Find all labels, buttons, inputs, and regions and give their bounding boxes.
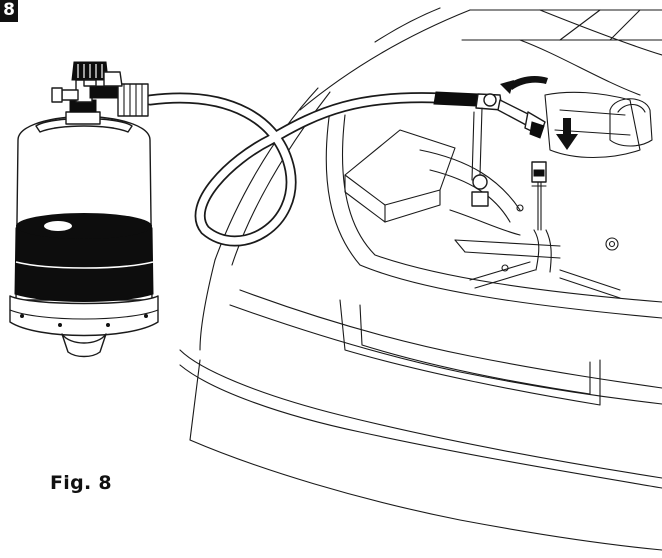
- rotate-arrow: [500, 76, 548, 94]
- engine-compartment: [179, 7, 662, 551]
- figure-caption: Fig. 8: [50, 472, 112, 494]
- low-pressure-port: [531, 161, 552, 273]
- step-number-badge: 8: [0, 0, 18, 22]
- service-valve-connector: [433, 91, 546, 207]
- filling-hose: [144, 92, 446, 247]
- refrigerant-bottle: [9, 61, 159, 358]
- push-down-arrow: [556, 118, 578, 150]
